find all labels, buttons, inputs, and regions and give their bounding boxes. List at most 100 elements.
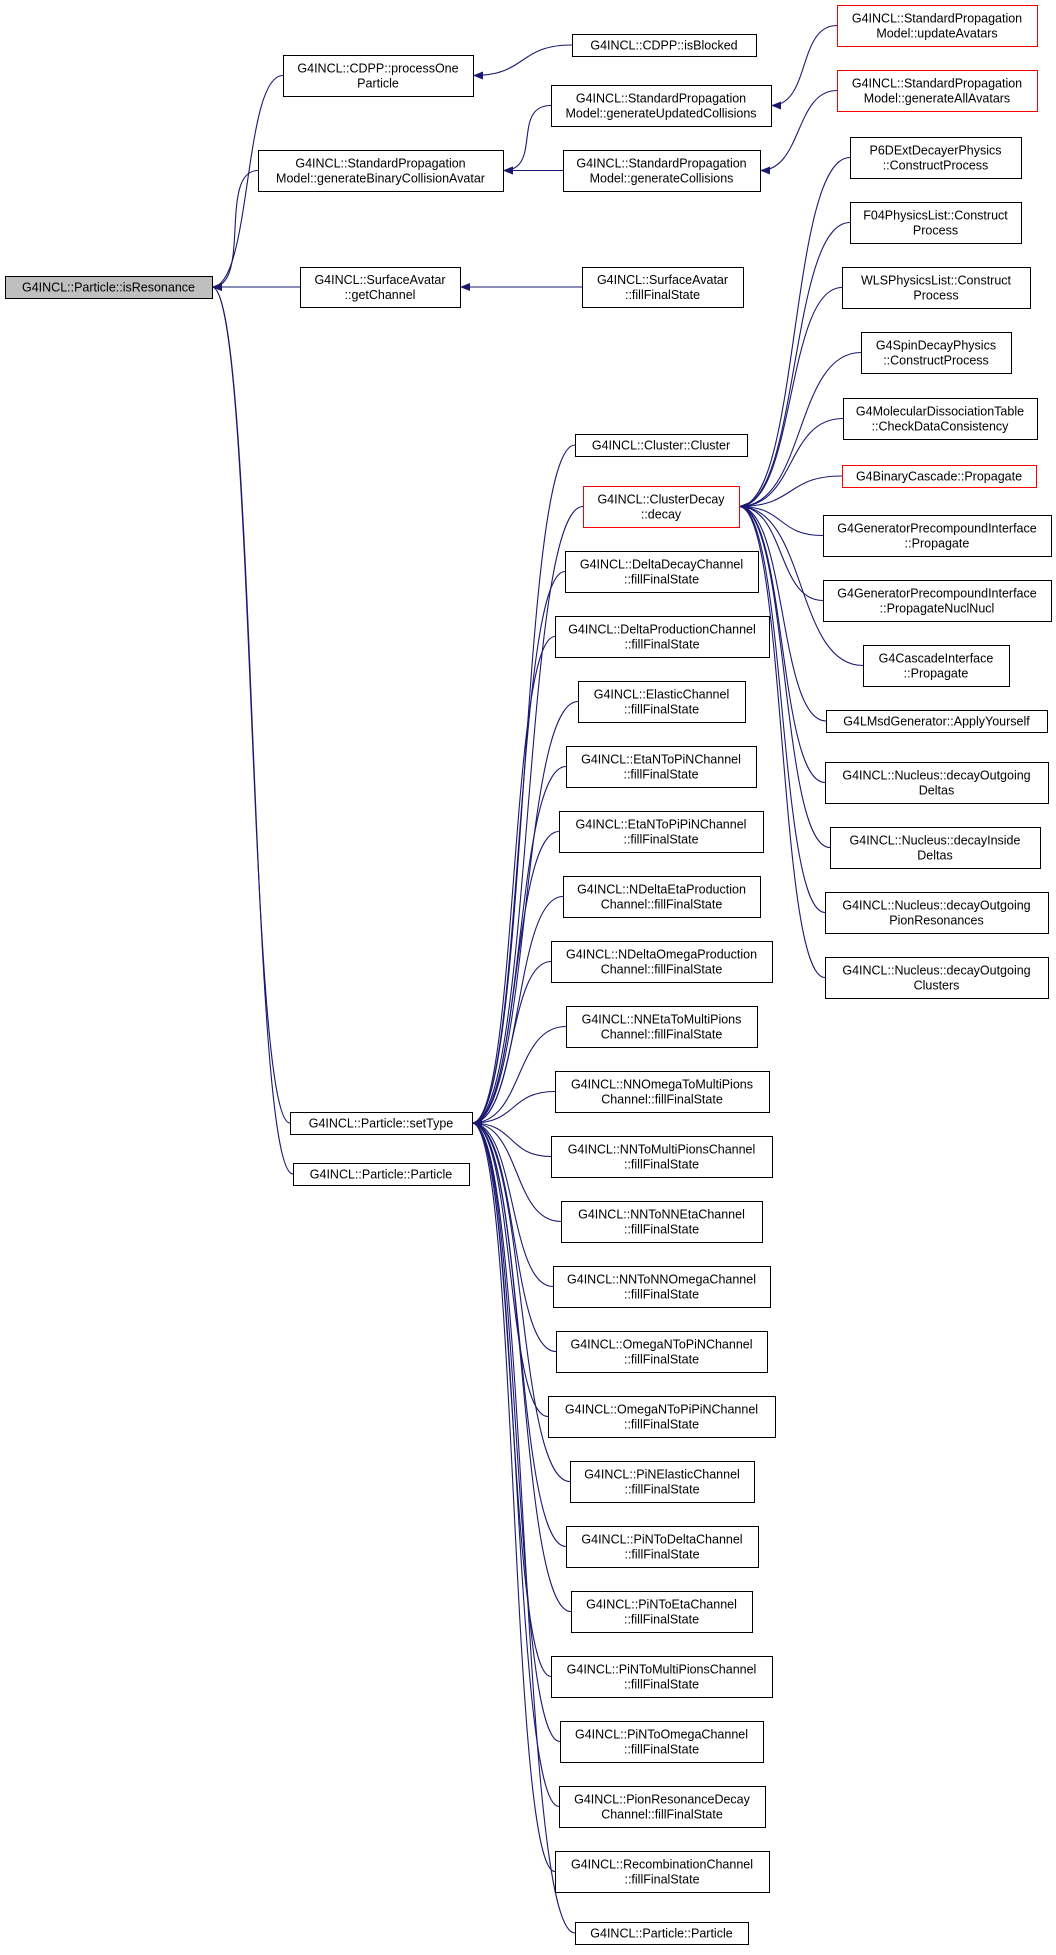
node-box[interactable] bbox=[5, 276, 213, 299]
node-box[interactable] bbox=[583, 486, 740, 528]
node-isBlocked[interactable]: G4INCL::CDPP::isBlocked bbox=[572, 34, 757, 57]
node-surfaceFillFinalState[interactable]: G4INCL::SurfaceAvatar::fillFinalState bbox=[582, 267, 744, 308]
node-particleCtor2[interactable]: G4INCL::Particle::Particle bbox=[575, 1922, 749, 1945]
node-nDeltaOmega[interactable]: G4INCL::NDeltaOmegaProductionChannel::fi… bbox=[551, 941, 773, 983]
node-setType[interactable]: G4INCL::Particle::setType bbox=[290, 1112, 473, 1135]
node-etaNToPiN[interactable]: G4INCL::EtaNToPiNChannel::fillFinalState bbox=[566, 746, 757, 788]
node-box[interactable] bbox=[570, 1461, 755, 1503]
node-wls[interactable]: WLSPhysicsList::ConstructProcess bbox=[842, 267, 1031, 309]
node-lmsd[interactable]: G4LMsdGenerator::ApplyYourself bbox=[826, 710, 1048, 733]
node-p6d[interactable]: P6DExtDecayerPhysics::ConstructProcess bbox=[850, 137, 1022, 179]
node-cascadeInterface[interactable]: G4CascadeInterface::Propagate bbox=[863, 645, 1010, 687]
node-box[interactable] bbox=[582, 267, 744, 308]
node-box[interactable] bbox=[553, 1266, 771, 1308]
node-genUpdatedCollisions[interactable]: G4INCL::StandardPropagationModel::genera… bbox=[551, 85, 772, 127]
node-nDeltaEta[interactable]: G4INCL::NDeltaEtaProductionChannel::fill… bbox=[563, 876, 761, 918]
node-nnEtaMulti[interactable]: G4INCL::NNEtaToMultiPionsChannel::fillFi… bbox=[566, 1006, 758, 1048]
node-box[interactable] bbox=[842, 267, 1031, 309]
node-updateAvatars[interactable]: G4INCL::StandardPropagationModel::update… bbox=[837, 5, 1038, 47]
node-deltaProd[interactable]: G4INCL::DeltaProductionChannel::fillFina… bbox=[555, 616, 770, 658]
node-nnToNNEta[interactable]: G4INCL::NNToNNEtaChannel::fillFinalState bbox=[561, 1201, 763, 1243]
node-box[interactable] bbox=[551, 1656, 773, 1698]
node-box[interactable] bbox=[572, 34, 757, 57]
node-binaryCascade[interactable]: G4BinaryCascade::Propagate bbox=[842, 465, 1037, 488]
node-box[interactable] bbox=[575, 434, 748, 457]
node-box[interactable] bbox=[578, 681, 746, 723]
node-piNToDelta[interactable]: G4INCL::PiNToDeltaChannel::fillFinalStat… bbox=[566, 1526, 759, 1568]
node-piNToOmega[interactable]: G4INCL::PiNToOmegaChannel::fillFinalStat… bbox=[560, 1721, 764, 1763]
node-genAllAvatars[interactable]: G4INCL::StandardPropagationModel::genera… bbox=[837, 70, 1038, 112]
node-spinDecay[interactable]: G4SpinDecayPhysics::ConstructProcess bbox=[861, 332, 1012, 374]
node-nnToNNOmega[interactable]: G4INCL::NNToNNOmegaChannel::fillFinalSta… bbox=[553, 1266, 771, 1308]
node-omegaNToPiN[interactable]: G4INCL::OmegaNToPiNChannel::fillFinalSta… bbox=[556, 1331, 768, 1373]
node-box[interactable] bbox=[850, 202, 1022, 244]
node-piNToMulti[interactable]: G4INCL::PiNToMultiPionsChannel::fillFina… bbox=[551, 1656, 773, 1698]
node-genBinaryCollisionAvatar[interactable]: G4INCL::StandardPropagationModel::genera… bbox=[258, 150, 504, 192]
node-box[interactable] bbox=[563, 876, 761, 918]
node-box[interactable] bbox=[559, 811, 764, 853]
node-omegaNToPiPiN[interactable]: G4INCL::OmegaNToPiPiNChannel::fillFinalS… bbox=[548, 1396, 776, 1438]
node-box[interactable] bbox=[293, 1163, 470, 1186]
node-deltaDecay[interactable]: G4INCL::DeltaDecayChannel::fillFinalStat… bbox=[565, 551, 759, 593]
node-genPrecompNuclNucl[interactable]: G4GeneratorPrecompoundInterface::Propaga… bbox=[823, 580, 1052, 622]
node-isResonance[interactable]: G4INCL::Particle::isResonance bbox=[5, 276, 213, 299]
node-box[interactable] bbox=[837, 5, 1038, 47]
node-genCollisions[interactable]: G4INCL::StandardPropagationModel::genera… bbox=[563, 150, 761, 192]
node-pionResDecay[interactable]: G4INCL::PionResonanceDecayChannel::fillF… bbox=[559, 1786, 766, 1828]
node-box[interactable] bbox=[842, 465, 1037, 488]
node-box[interactable] bbox=[571, 1591, 753, 1633]
node-box[interactable] bbox=[559, 1786, 766, 1828]
node-box[interactable] bbox=[283, 55, 474, 97]
node-box[interactable] bbox=[566, 1006, 758, 1048]
node-box[interactable] bbox=[825, 957, 1049, 999]
node-piNElastic[interactable]: G4INCL::PiNElasticChannel::fillFinalStat… bbox=[570, 1461, 755, 1503]
node-box[interactable] bbox=[565, 551, 759, 593]
node-etaNToPiPiN[interactable]: G4INCL::EtaNToPiPiNChannel::fillFinalSta… bbox=[559, 811, 764, 853]
node-box[interactable] bbox=[290, 1112, 473, 1135]
node-box[interactable] bbox=[823, 580, 1052, 622]
node-box[interactable] bbox=[555, 1851, 770, 1893]
node-box[interactable] bbox=[861, 332, 1012, 374]
node-box[interactable] bbox=[551, 85, 772, 127]
node-box[interactable] bbox=[556, 1331, 768, 1373]
node-nnToMulti[interactable]: G4INCL::NNToMultiPionsChannel::fillFinal… bbox=[551, 1136, 773, 1178]
node-elastic[interactable]: G4INCL::ElasticChannel::fillFinalState bbox=[578, 681, 746, 723]
node-box[interactable] bbox=[555, 1071, 770, 1113]
node-box[interactable] bbox=[555, 616, 770, 658]
node-recombination[interactable]: G4INCL::RecombinationChannel::fillFinalS… bbox=[555, 1851, 770, 1893]
node-box[interactable] bbox=[863, 645, 1010, 687]
node-clusterDecay[interactable]: G4INCL::ClusterDecay::decay bbox=[583, 486, 740, 528]
node-box[interactable] bbox=[300, 267, 461, 308]
node-box[interactable] bbox=[566, 1526, 759, 1568]
node-box[interactable] bbox=[575, 1922, 749, 1945]
node-box[interactable] bbox=[551, 1136, 773, 1178]
node-box[interactable] bbox=[850, 137, 1022, 179]
node-box[interactable] bbox=[823, 515, 1052, 557]
node-box[interactable] bbox=[560, 1721, 764, 1763]
node-genPrecompProp[interactable]: G4GeneratorPrecompoundInterface::Propaga… bbox=[823, 515, 1052, 557]
node-box[interactable] bbox=[826, 710, 1048, 733]
node-box[interactable] bbox=[561, 1201, 763, 1243]
node-box[interactable] bbox=[837, 70, 1038, 112]
node-nnOmegaMulti[interactable]: G4INCL::NNOmegaToMultiPionsChannel::fill… bbox=[555, 1071, 770, 1113]
node-box[interactable] bbox=[566, 746, 757, 788]
node-clusterCluster[interactable]: G4INCL::Cluster::Cluster bbox=[575, 434, 748, 457]
node-box[interactable] bbox=[825, 762, 1049, 804]
node-particleCtor1[interactable]: G4INCL::Particle::Particle bbox=[293, 1163, 470, 1186]
node-box[interactable] bbox=[258, 150, 504, 192]
node-box[interactable] bbox=[551, 941, 773, 983]
node-box[interactable] bbox=[548, 1396, 776, 1438]
node-getChannel[interactable]: G4INCL::SurfaceAvatar::getChannel bbox=[300, 267, 461, 308]
node-f04[interactable]: F04PhysicsList::ConstructProcess bbox=[850, 202, 1022, 244]
node-box[interactable] bbox=[825, 892, 1049, 934]
node-box[interactable] bbox=[830, 827, 1041, 869]
node-decayOutPion[interactable]: G4INCL::Nucleus::decayOutgoingPionResona… bbox=[825, 892, 1049, 934]
node-box[interactable] bbox=[563, 150, 761, 192]
node-piNToEta[interactable]: G4INCL::PiNToEtaChannel::fillFinalState bbox=[571, 1591, 753, 1633]
node-molDiss[interactable]: G4MolecularDissociationTable::CheckDataC… bbox=[843, 398, 1038, 440]
node-box[interactable] bbox=[843, 398, 1038, 440]
